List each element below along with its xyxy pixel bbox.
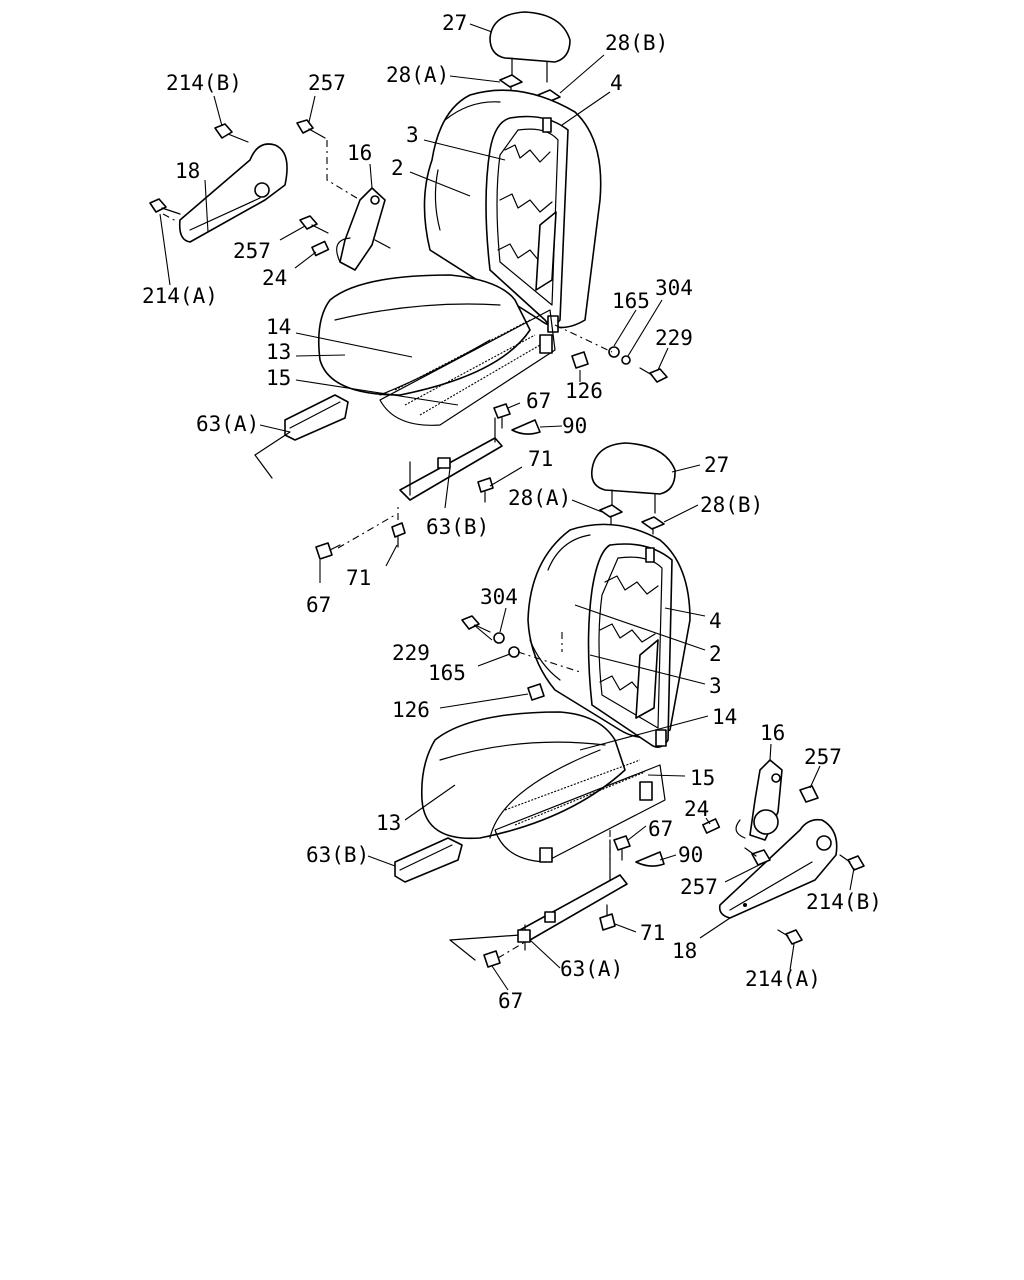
upper-seatback-frame bbox=[485, 115, 569, 333]
upper-seat-frame bbox=[379, 309, 556, 426]
callout-18: 18 bbox=[175, 159, 200, 183]
callout-67-lower: 67 bbox=[498, 989, 523, 1013]
callout-304: 304 bbox=[655, 276, 693, 300]
callout-18: 18 bbox=[672, 939, 697, 963]
lower-seatback-frame bbox=[587, 543, 673, 748]
upper-recliner-hinge bbox=[336, 187, 391, 271]
callout-27: 27 bbox=[704, 453, 729, 477]
callout-63a: 63(A) bbox=[560, 957, 623, 981]
callout-165: 165 bbox=[428, 661, 466, 685]
lower-callout-labels: 27 28(A) 28(B) 304 4 229 2 165 3 126 14 … bbox=[306, 453, 882, 1013]
lower-hardware bbox=[461, 615, 865, 968]
callout-24: 24 bbox=[684, 797, 709, 821]
callout-67: 67 bbox=[526, 389, 551, 413]
callout-63b: 63(B) bbox=[426, 515, 489, 539]
lower-recliner-cover bbox=[718, 818, 838, 919]
callout-229: 229 bbox=[655, 326, 693, 350]
callout-14: 14 bbox=[266, 315, 291, 339]
callout-67: 67 bbox=[648, 817, 673, 841]
callout-67-lower: 67 bbox=[306, 593, 331, 617]
lower-seat-assembly: 27 28(A) 28(B) 304 4 229 2 165 3 126 14 … bbox=[306, 442, 882, 1013]
upper-callout-labels: 27 28(A) 28(B) 4 3 2 214(B) 257 16 18 25… bbox=[142, 11, 693, 617]
callout-28b: 28(B) bbox=[700, 493, 763, 517]
callout-13: 13 bbox=[376, 811, 401, 835]
callout-71: 71 bbox=[640, 921, 665, 945]
callout-15: 15 bbox=[266, 366, 291, 390]
lower-leader-lines bbox=[367, 464, 855, 991]
callout-229: 229 bbox=[392, 641, 430, 665]
callout-214a: 214(A) bbox=[745, 967, 821, 991]
lower-headrest bbox=[590, 442, 676, 514]
callout-15: 15 bbox=[690, 766, 715, 790]
callout-304: 304 bbox=[480, 585, 518, 609]
upper-slide-rail-inner bbox=[254, 394, 349, 479]
callout-16: 16 bbox=[760, 721, 785, 745]
callout-71: 71 bbox=[528, 447, 553, 471]
callout-257-lower: 257 bbox=[680, 875, 718, 899]
callout-126: 126 bbox=[392, 698, 430, 722]
callout-63b: 63(B) bbox=[306, 843, 369, 867]
lower-seat-cushion bbox=[420, 711, 626, 840]
callout-214a: 214(A) bbox=[142, 284, 218, 308]
lower-recliner-hinge bbox=[735, 759, 783, 841]
callout-13: 13 bbox=[266, 340, 291, 364]
callout-3: 3 bbox=[709, 674, 722, 698]
callout-90: 90 bbox=[562, 414, 587, 438]
lower-headrest-guide-clips bbox=[599, 504, 665, 535]
callout-257-lower: 257 bbox=[233, 239, 271, 263]
callout-2: 2 bbox=[391, 156, 404, 180]
upper-leader-lines bbox=[159, 23, 669, 583]
upper-chain-lines bbox=[162, 140, 613, 549]
callout-2: 2 bbox=[709, 642, 722, 666]
callout-165: 165 bbox=[612, 289, 650, 313]
lower-seat-frame bbox=[494, 759, 666, 863]
callout-4: 4 bbox=[709, 609, 722, 633]
lower-slide-rail-outer bbox=[449, 839, 628, 961]
callout-257: 257 bbox=[804, 745, 842, 769]
callout-28a: 28(A) bbox=[508, 486, 571, 510]
callout-257: 257 bbox=[308, 71, 346, 95]
upper-slide-rail-outer bbox=[399, 417, 503, 501]
callout-16: 16 bbox=[347, 141, 372, 165]
callout-126: 126 bbox=[565, 379, 603, 403]
upper-recliner-cover bbox=[178, 143, 288, 243]
callout-71-lower: 71 bbox=[346, 566, 371, 590]
lower-chain-lines bbox=[497, 632, 611, 959]
callout-63a: 63(A) bbox=[196, 412, 259, 436]
callout-28b: 28(B) bbox=[605, 31, 668, 55]
callout-27: 27 bbox=[442, 11, 467, 35]
callout-90: 90 bbox=[678, 843, 703, 867]
callout-24: 24 bbox=[262, 266, 287, 290]
upper-seat-assembly: 27 28(A) 28(B) 4 3 2 214(B) 257 16 18 25… bbox=[142, 11, 693, 617]
callout-28a: 28(A) bbox=[386, 63, 449, 87]
callout-3: 3 bbox=[406, 123, 419, 147]
upper-headrest bbox=[489, 11, 571, 83]
callout-214b: 214(B) bbox=[806, 890, 882, 914]
callout-4: 4 bbox=[610, 71, 623, 95]
callout-14: 14 bbox=[712, 705, 737, 729]
callout-214b: 214(B) bbox=[166, 71, 242, 95]
lower-slide-rail-inner bbox=[394, 837, 463, 883]
